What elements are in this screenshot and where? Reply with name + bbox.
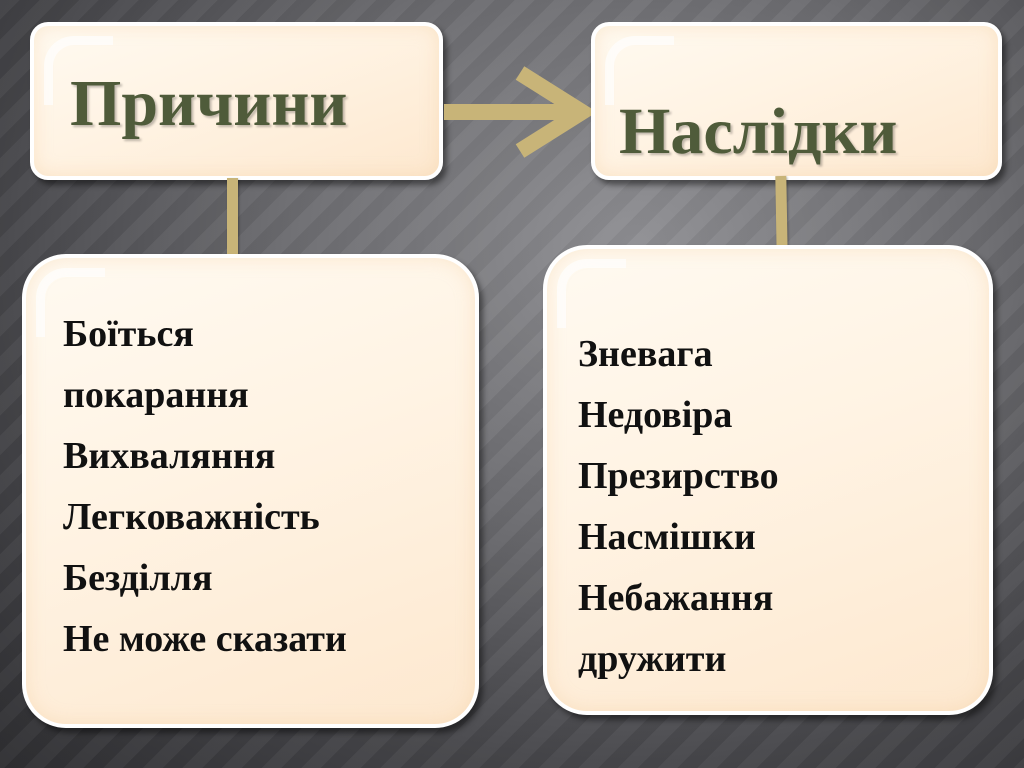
list-item: Презирство xyxy=(578,455,779,497)
consequences-title: Наслідки xyxy=(619,95,898,168)
causes-list-box: Боїться покарання Вихваляння Легковажніс… xyxy=(22,254,479,728)
list-item: Безділля xyxy=(63,557,213,599)
causes-list: Боїться покарання Вихваляння Легковажніс… xyxy=(63,304,347,670)
list-item: Боїться xyxy=(63,313,194,355)
list-item: Вихваляння xyxy=(63,435,276,477)
list-item: Легковажність xyxy=(63,496,320,538)
list-item: Небажання xyxy=(578,577,774,619)
consequences-title-box: Наслідки xyxy=(591,22,1002,180)
list-item: Зневага xyxy=(578,333,713,375)
gloss-highlight xyxy=(557,259,626,328)
consequences-list: Зневага Недовіра Презирство Насмішки Неб… xyxy=(578,324,779,690)
list-item: дружити xyxy=(578,638,727,680)
consequences-list-box: Зневага Недовіра Презирство Насмішки Неб… xyxy=(543,245,993,715)
list-item: Не може сказати xyxy=(63,618,347,660)
list-item: Насмішки xyxy=(578,516,756,558)
causes-title-box: Причини xyxy=(30,22,443,180)
causes-connector xyxy=(227,178,238,258)
causes-title: Причини xyxy=(70,67,348,140)
list-item: Недовіра xyxy=(578,394,733,436)
right-arrow-icon xyxy=(444,66,595,158)
list-item: покарання xyxy=(63,374,249,416)
